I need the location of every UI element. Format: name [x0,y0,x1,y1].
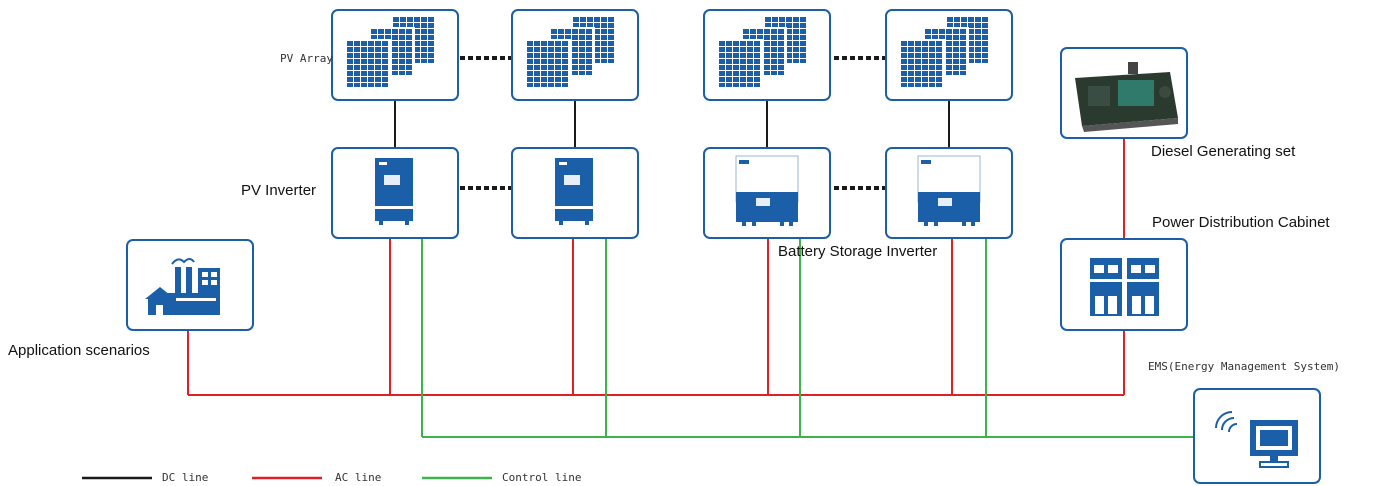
ems-label: EMS(Energy Management System) [1148,360,1341,373]
battery-storage-inverter-label: Battery Storage Inverter [778,243,938,260]
application-scenarios-label: Application scenarios [8,342,150,359]
power-distribution-cabinet-label: Power Distribution Cabinet [1152,214,1330,231]
legend-ac-line: AC line [335,471,382,484]
pv-inverter-2 [511,147,639,239]
ac-lines [187,139,1125,396]
battery-storage-inverter-2 [885,147,1013,239]
pv-array-panel-1 [332,10,458,100]
legend-dc-line: DC line [162,471,209,484]
distribution-cabinet-icon [1060,238,1188,331]
pv-inverter-1 [331,147,459,239]
pv-inverter-label: PV Inverter [241,182,317,199]
pv-array-panel-2 [512,10,638,100]
pv-array-panel-4 [886,10,1012,100]
pv-array-panel-3 [704,10,830,100]
pv-array-label: PV Array [280,52,333,65]
ellipsis-connectors [460,56,888,190]
factory-icon [126,239,254,331]
control-lines [421,237,1195,438]
dc-lines [394,99,950,148]
legend-control-line: Control line [502,471,582,484]
diesel-generating-set-label: Diesel Generating set [1151,143,1296,160]
battery-storage-inverter-1 [703,147,831,239]
diesel-generator-icon [1060,47,1188,139]
ems-monitor-icon [1193,388,1321,484]
